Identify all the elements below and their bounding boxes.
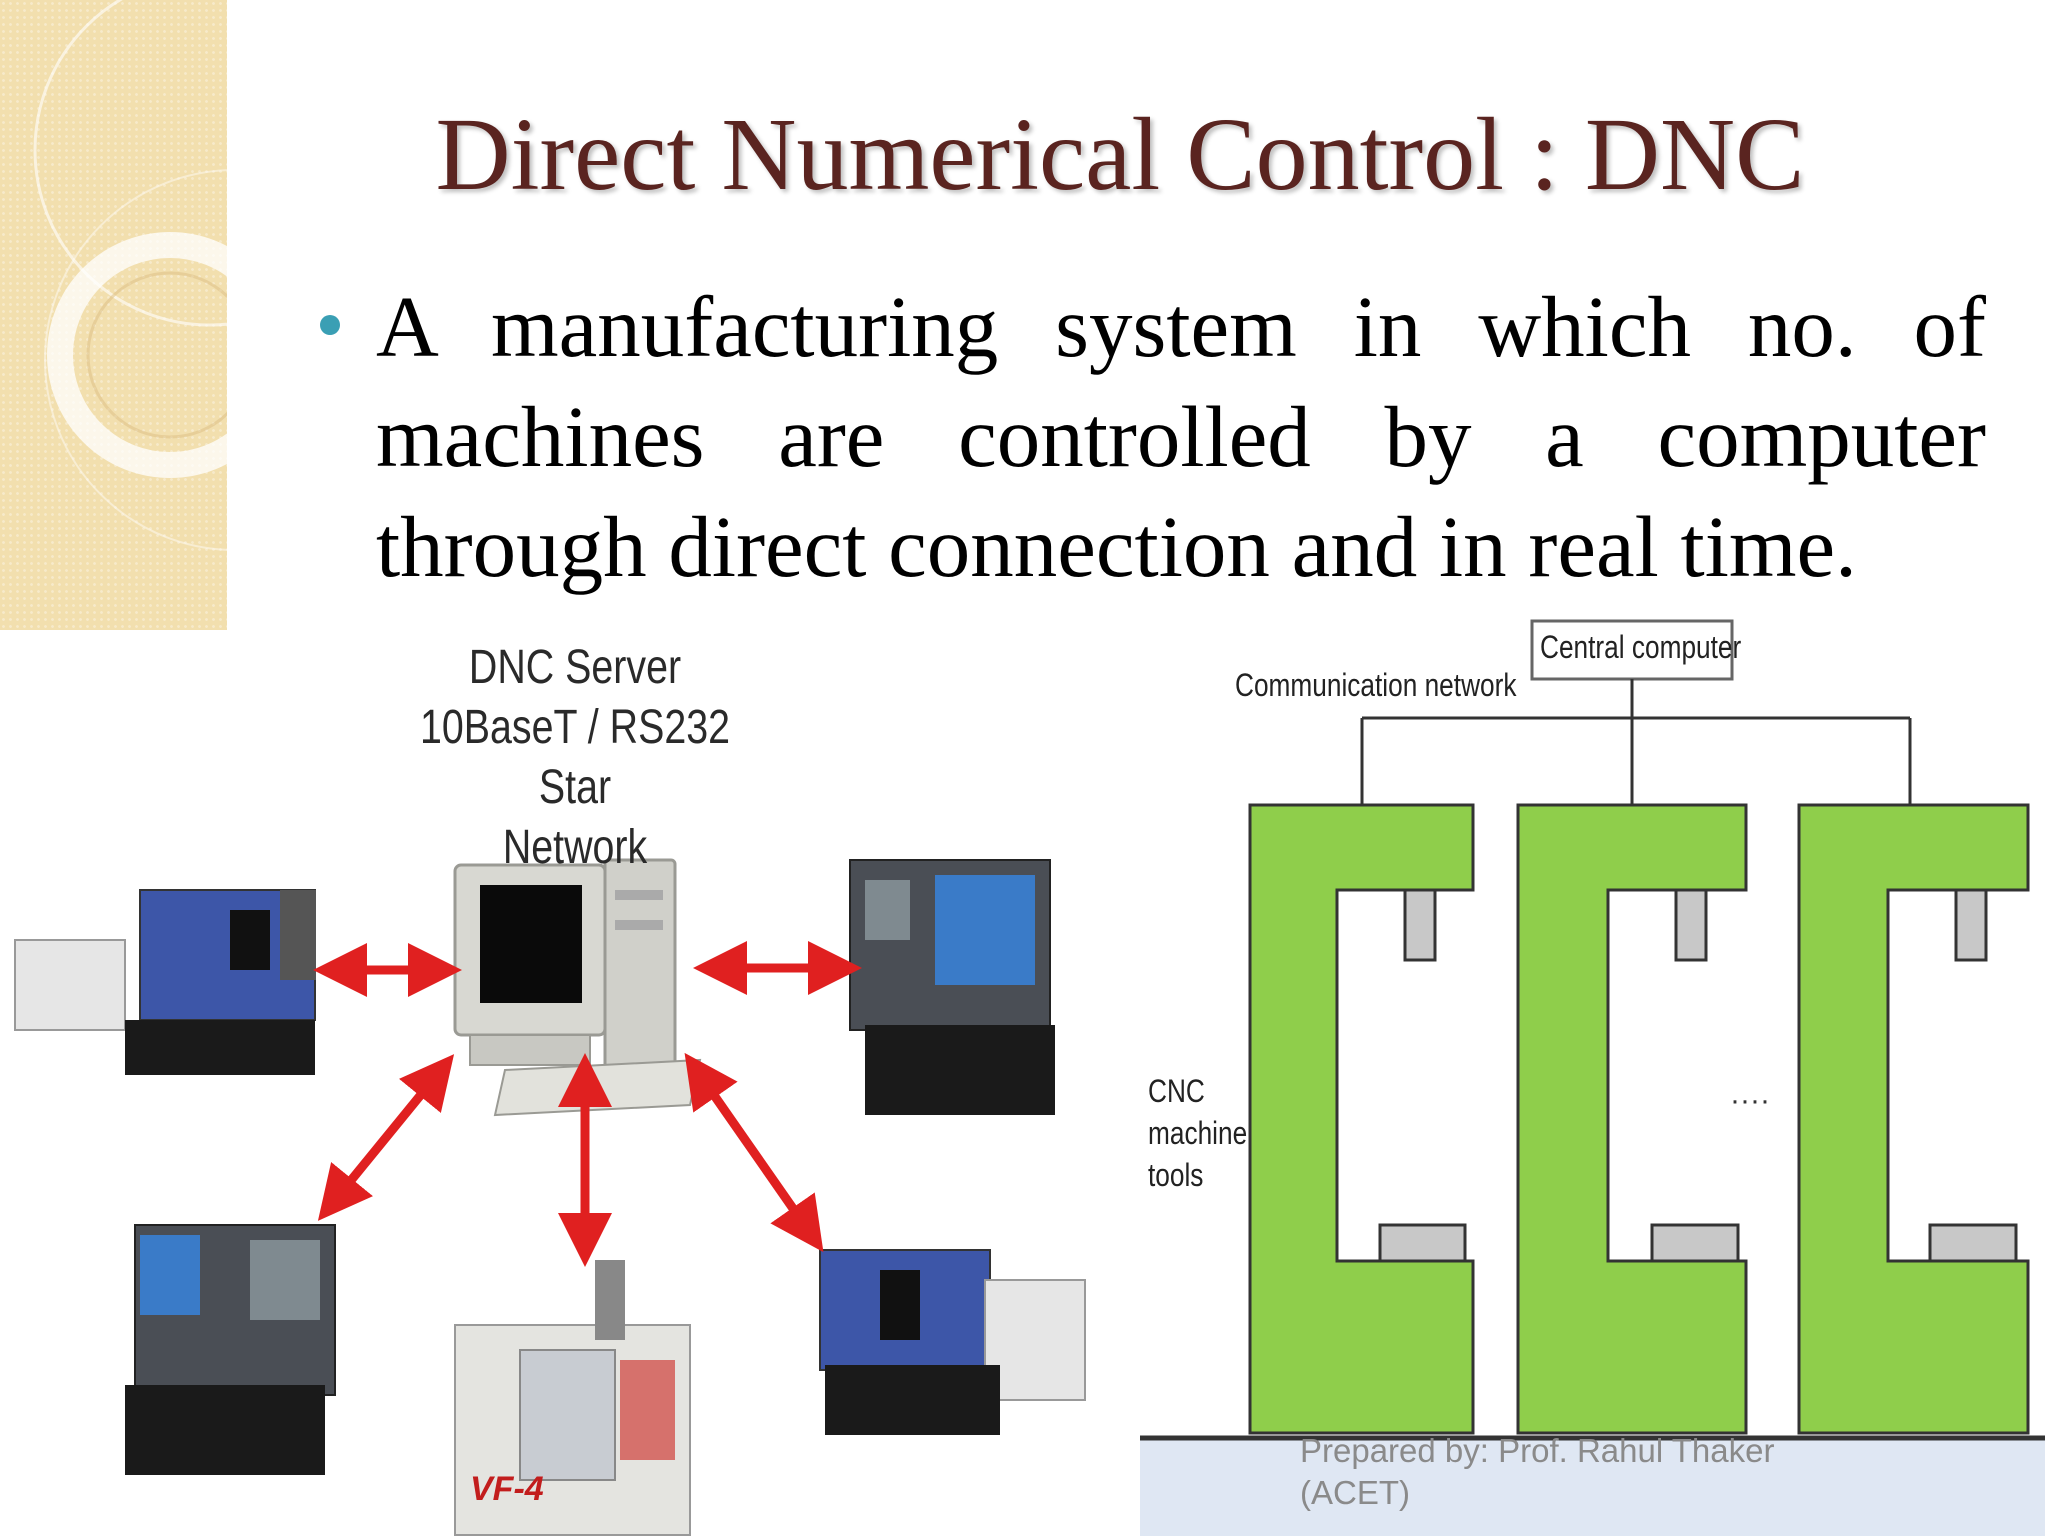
vertical-machining-center-icon: VF-4 <box>454 1260 691 1536</box>
cnc-network-drawing: ···· <box>1140 619 2045 1536</box>
cnc-lathe-bottom-right-icon <box>819 1249 1086 1435</box>
arrow-bottom-left <box>317 1054 455 1221</box>
dnc-server-line3: Network <box>502 821 648 874</box>
bullet-icon <box>320 315 340 335</box>
server-computer-icon <box>453 858 702 1117</box>
machine-badge: VF-4 <box>470 1470 544 1508</box>
dnc-server-label: DNC Server 10BaseT / RS232 Star Network <box>386 638 763 878</box>
bullet-text: A manufacturing system in which no. of m… <box>376 278 1986 595</box>
dnc-server-line2: 10BaseT / RS232 Star <box>420 701 730 814</box>
table-2 <box>1650 1223 1740 1263</box>
cnc-lathe-bottom-left-icon <box>125 1224 336 1475</box>
spindle-1 <box>1403 888 1437 962</box>
cnc-network-diagram: ···· <box>1130 615 2048 1536</box>
work-tables <box>1378 1223 2018 1263</box>
cnc-label-line1: CNC <box>1148 1073 1205 1109</box>
communication-network-label: Communication network <box>1235 667 1517 703</box>
footer-line2: (ACET) <box>1300 1474 1410 1511</box>
table-3 <box>1928 1223 2018 1263</box>
connection-arrows <box>313 941 862 1267</box>
spindle-2 <box>1674 888 1708 962</box>
spindles <box>1403 888 1988 962</box>
footer-line1: Prepared by: Prof. Rahul Thaker <box>1300 1432 1775 1469</box>
decorative-side-panel <box>0 0 227 630</box>
dnc-server-line1: DNC Server <box>468 641 682 694</box>
cnc-machine-frame-2 <box>1516 803 1748 1435</box>
cnc-lathe-top-right-icon <box>849 859 1055 1115</box>
dnc-network-illustration: VF-4 <box>14 858 1086 1536</box>
machine-base <box>1140 1438 2045 1536</box>
dnc-network-figure: VF-4 <box>0 620 1130 1536</box>
footer-credit: Prepared by: Prof. Rahul Thaker (ACET) <box>1300 1430 1774 1514</box>
slide-title: Direct Numerical Control : DNC <box>435 97 1805 212</box>
decorative-rings <box>33 0 227 551</box>
cnc-lathe-top-left-icon <box>14 889 316 1075</box>
network-lines <box>1360 679 1912 805</box>
table-1 <box>1378 1223 1467 1263</box>
central-computer-label: Central computer <box>1540 629 1742 665</box>
cnc-machine-frame-3 <box>1797 803 2030 1435</box>
cnc-machine-frames <box>1248 803 2030 1435</box>
cnc-label-line2: machine <box>1148 1115 1248 1151</box>
cnc-machine-frame-1 <box>1248 803 1475 1435</box>
cnc-label-line3: tools <box>1148 1157 1204 1193</box>
more-machines-ellipsis: ···· <box>1730 1084 1770 1117</box>
spindle-3 <box>1954 888 1988 962</box>
arrow-bottom-right <box>684 1052 824 1253</box>
cnc-machine-tools-label: CNC machine tools <box>1148 1070 1247 1196</box>
